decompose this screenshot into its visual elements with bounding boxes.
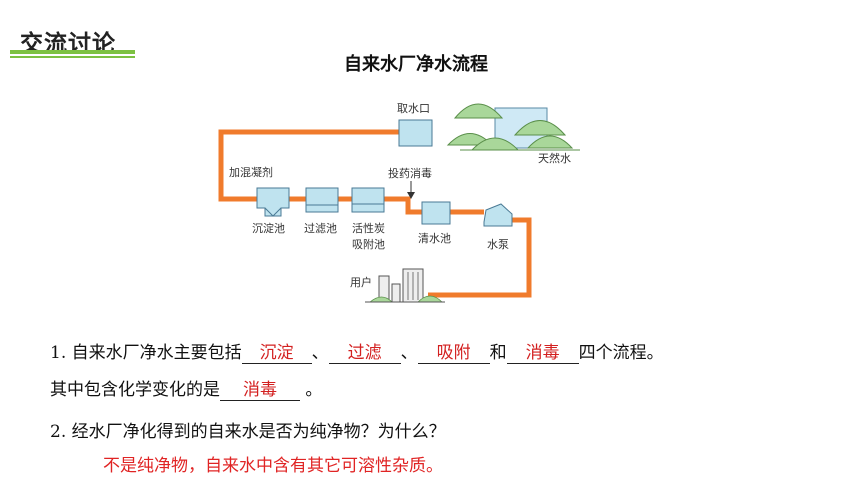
clear-tank-label: 清水池: [418, 232, 451, 245]
question-2: 2. 经水厂净化得到的自来水是否为纯净物？为什么？: [50, 422, 446, 442]
carbon-tank: [351, 187, 385, 213]
q1-blank-3: 吸附: [417, 343, 490, 364]
question-1: 1. 自来水厂净水主要包括沉淀、过滤、吸附和消毒四个流程。: [50, 338, 664, 364]
disinfect-label: 投药消毒: [388, 166, 432, 180]
intake-box: [398, 119, 433, 147]
pump-label: 水泵: [487, 238, 509, 251]
diagram-title: 自来水厂净水流程: [344, 54, 488, 75]
natural-water-label: 天然水: [538, 151, 571, 165]
question-1b: 其中包含化学变化的是消毒 。: [50, 375, 322, 401]
user-buildings: [365, 268, 445, 303]
clear-tank: [421, 201, 451, 225]
q1-blank-2: 过滤: [328, 343, 401, 364]
sediment-tank-label: 沉淀池: [252, 221, 285, 235]
q1b-suffix: 。: [300, 380, 323, 400]
q1-and: 和: [489, 343, 507, 363]
filter-tank-label: 过滤池: [304, 222, 337, 235]
carbon-tank-label-1: 活性炭: [352, 221, 385, 235]
pump: [483, 203, 513, 227]
q1-sep-2: 、: [400, 343, 418, 363]
user-label: 用户: [350, 275, 372, 289]
intake-label: 取水口: [397, 102, 430, 115]
question-2-answer: 不是纯净物，自来水中含有其它可溶性杂质。: [103, 456, 443, 476]
q1-blank-1: 沉淀: [241, 343, 312, 364]
header-underline: [10, 50, 135, 54]
q1-blank-4: 消毒: [506, 343, 579, 364]
filter-tank: [305, 187, 339, 213]
q1-prefix: 1. 自来水厂净水主要包括: [50, 343, 242, 363]
q1b-prefix: 其中包含化学变化的是: [50, 380, 220, 400]
disinfect-arrow: [407, 181, 415, 199]
section-header: 交流讨论: [10, 10, 135, 60]
q1-suffix: 四个流程。: [578, 343, 664, 363]
coagulant-label: 加混凝剂: [229, 165, 273, 179]
q1b-blank: 消毒: [220, 380, 300, 401]
q1-sep-1: 、: [311, 343, 329, 363]
sediment-tank: [256, 187, 290, 217]
natural-water-scene: [446, 103, 580, 151]
carbon-tank-label-2: 吸附池: [352, 237, 385, 251]
header-underline-thin: [10, 56, 135, 58]
